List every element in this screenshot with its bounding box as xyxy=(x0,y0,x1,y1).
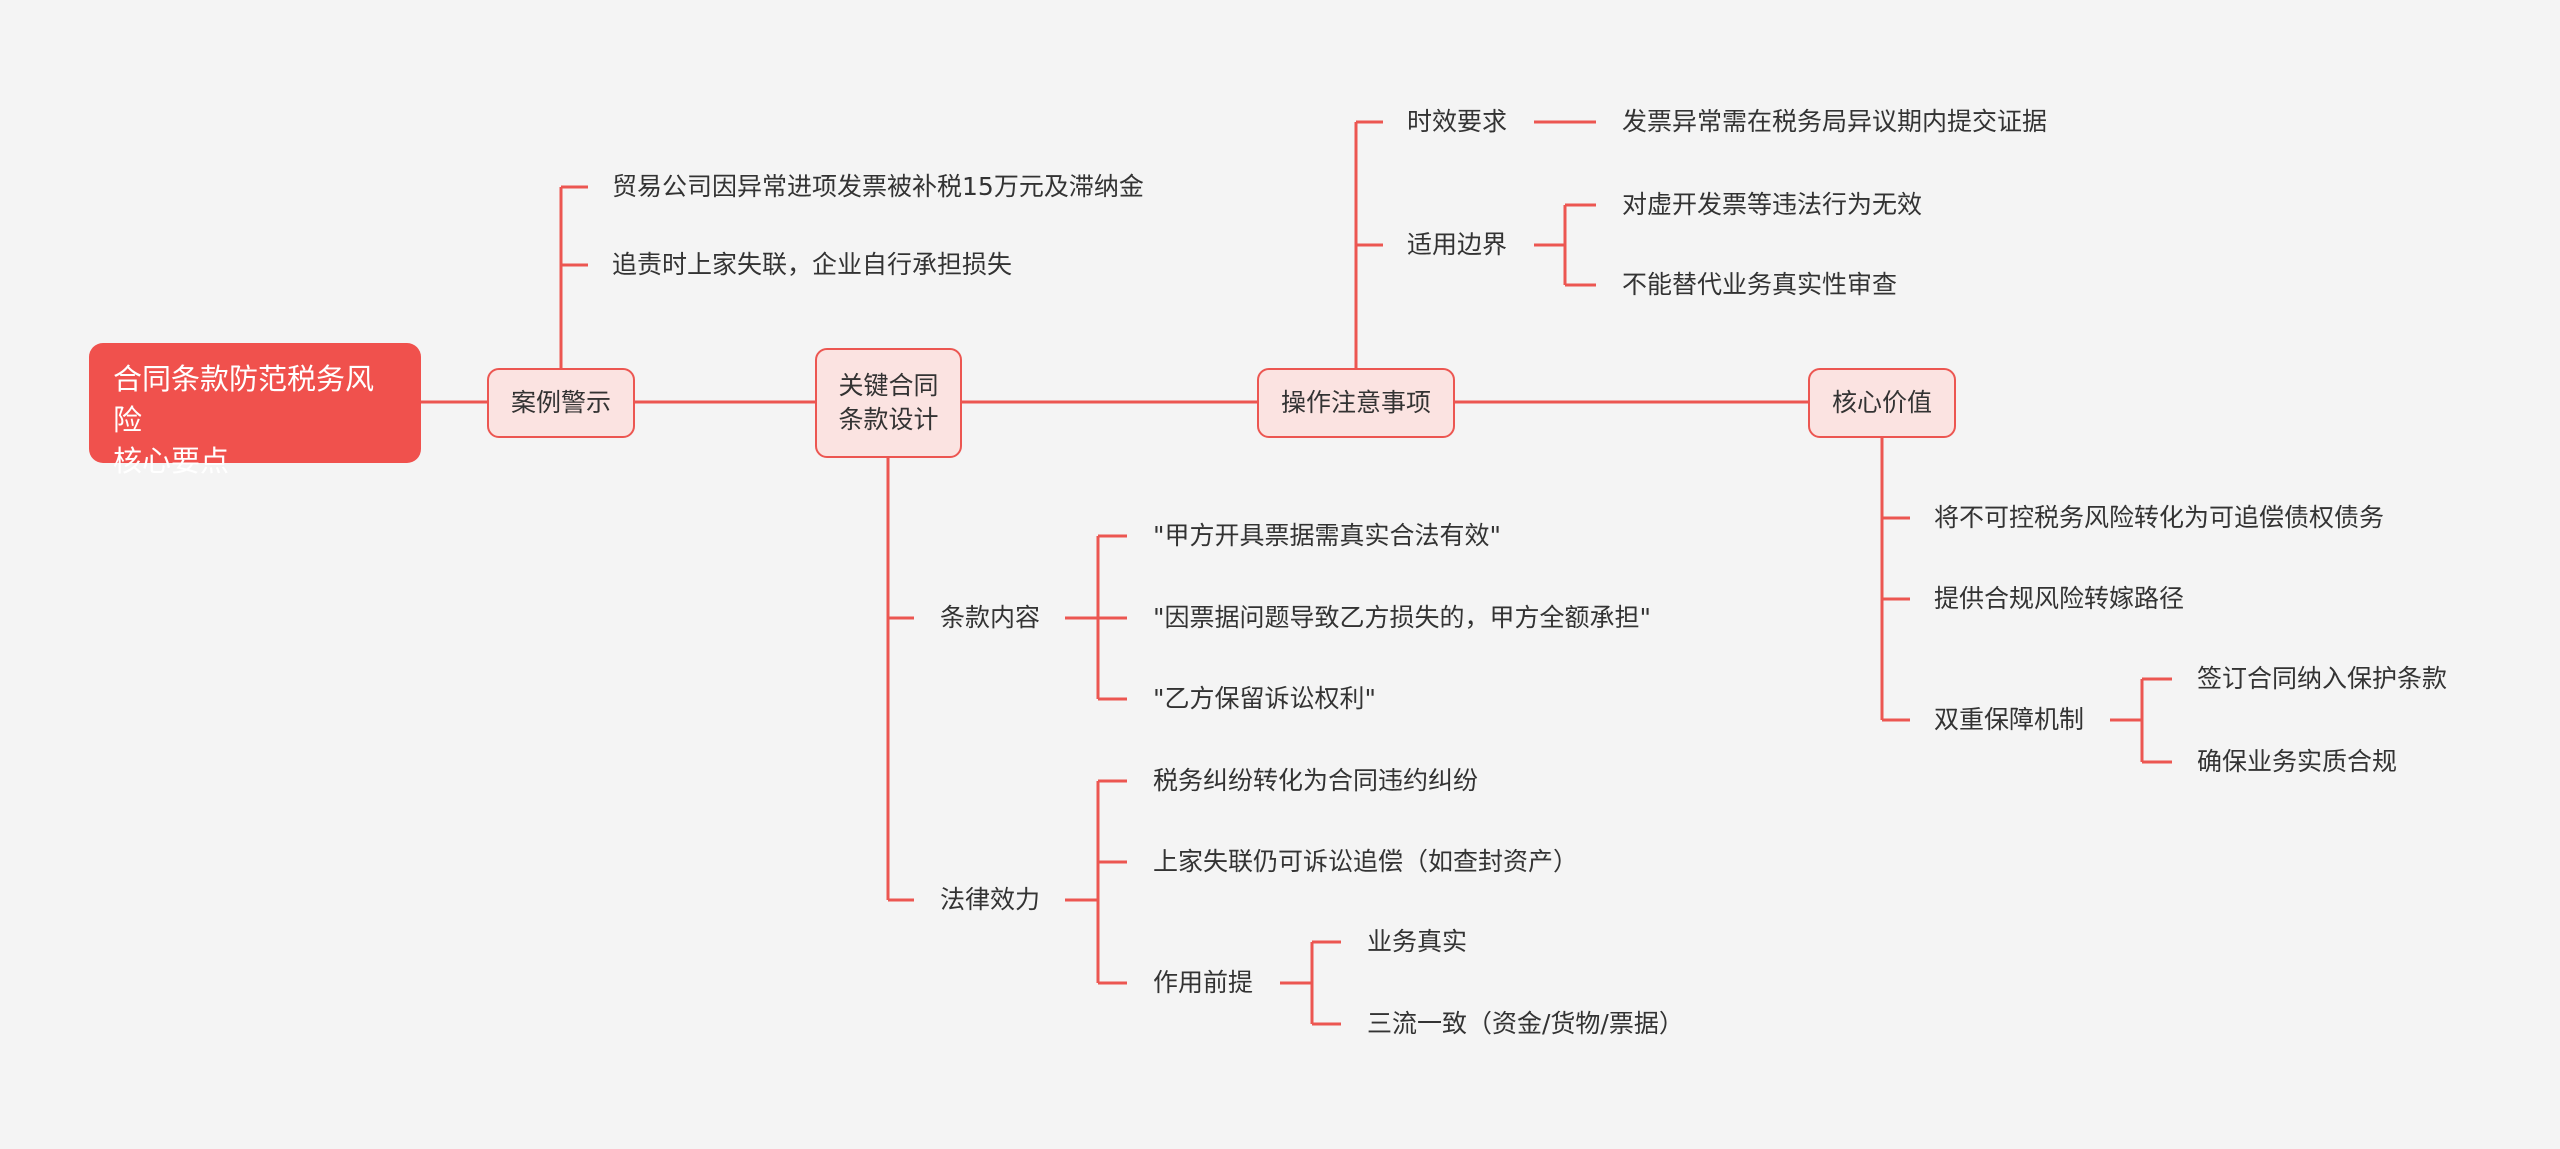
core-value-item-2[interactable]: 提供合规风险转嫁路径 xyxy=(1934,584,2185,613)
timing-item[interactable]: 发票异常需在税务局异议期内提交证据 xyxy=(1622,107,2048,136)
key-clause-node[interactable]: 关键合同 条款设计 xyxy=(815,348,962,458)
operations-label: 操作注意事项 xyxy=(1280,388,1431,417)
dual-guarantee-item-1[interactable]: 签订合同纳入保护条款 xyxy=(2197,664,2448,693)
root-title-line1: 合同条款防范税务风险 xyxy=(113,362,375,437)
core-value-item-1[interactable]: 将不可控税务风险转化为可追偿债权债务 xyxy=(1934,503,2385,532)
legal-effect-label[interactable]: 法律效力 xyxy=(940,885,1041,914)
scope-item-1[interactable]: 对虚开发票等违法行为无效 xyxy=(1622,190,1923,219)
case-warning-node[interactable]: 案例警示 xyxy=(487,368,635,438)
premise-item-1[interactable]: 业务真实 xyxy=(1367,927,1468,956)
premise-label[interactable]: 作用前提 xyxy=(1153,968,1254,997)
clause-content-item-3[interactable]: "乙方保留诉讼权利" xyxy=(1153,684,1376,713)
operations-node[interactable]: 操作注意事项 xyxy=(1257,368,1455,438)
dual-guarantee-label[interactable]: 双重保障机制 xyxy=(1934,705,2085,734)
scope-item-2[interactable]: 不能替代业务真实性审查 xyxy=(1622,270,1898,299)
case-warning-item-1[interactable]: 贸易公司因异常进项发票被补税15万元及滞纳金 xyxy=(612,172,1144,201)
root-node[interactable]: 合同条款防范税务风险 核心要点 xyxy=(89,343,421,478)
root-title-line2: 核心要点 xyxy=(113,444,230,478)
core-value-label: 核心价值 xyxy=(1831,388,1932,417)
case-warning-item-2[interactable]: 追责时上家失联，企业自行承担损失 xyxy=(612,250,1013,279)
clause-content-item-1[interactable]: "甲方开具票据需真实合法有效" xyxy=(1153,521,1501,550)
key-clause-line1: 关键合同 xyxy=(838,371,939,400)
legal-effect-item-2[interactable]: 上家失联仍可诉讼追偿（如查封资产） xyxy=(1153,847,1579,876)
core-value-node[interactable]: 核心价值 xyxy=(1808,368,1956,438)
legal-effect-item-1[interactable]: 税务纠纷转化为合同违约纠纷 xyxy=(1153,766,1479,795)
key-clause-line2: 条款设计 xyxy=(838,405,939,434)
premise-item-2[interactable]: 三流一致（资金/货物/票据） xyxy=(1367,1009,1684,1038)
dual-guarantee-item-2[interactable]: 确保业务实质合规 xyxy=(2197,747,2398,776)
scope-label[interactable]: 适用边界 xyxy=(1407,230,1508,259)
clause-content-label[interactable]: 条款内容 xyxy=(940,603,1041,632)
timing-label[interactable]: 时效要求 xyxy=(1407,107,1508,136)
clause-content-item-2[interactable]: "因票据问题导致乙方损失的，甲方全额承担" xyxy=(1153,603,1651,632)
case-warning-label: 案例警示 xyxy=(510,388,611,417)
